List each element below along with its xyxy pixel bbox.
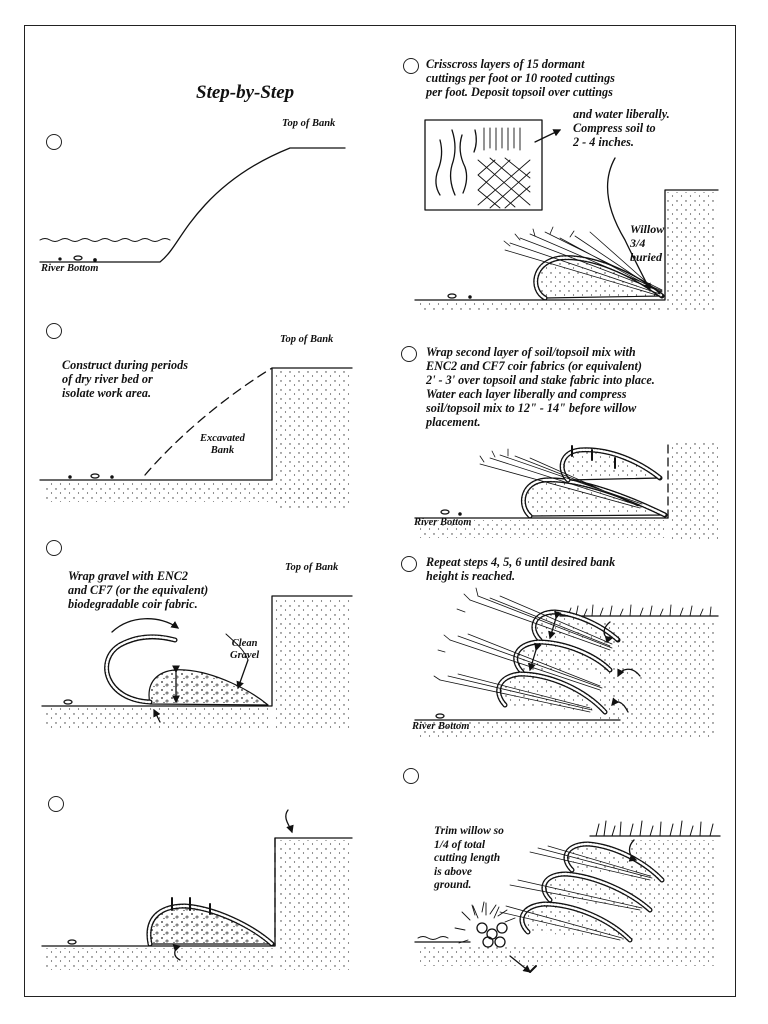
- page-frame: [24, 25, 736, 997]
- step-2-excavated-bank-label: Excavated Bank: [200, 433, 245, 456]
- step-3-clean-gravel-label: Clean Gravel: [230, 638, 260, 661]
- step-1-marker: [46, 134, 62, 150]
- step-8-caption: Trim willow so 1/4 of total cutting leng…: [434, 825, 504, 891]
- step-3-caption: Wrap gravel with ENC2 and CF7 (or the eq…: [68, 569, 209, 611]
- step-6-marker: [401, 346, 417, 362]
- step-6-diagram: [414, 439, 718, 540]
- step-3-diagram: [41, 595, 353, 730]
- step-8-marker: [403, 768, 419, 784]
- step-5-caption: Crisscross layers of 15 dormant cuttings…: [426, 57, 615, 99]
- step-5-marker: [403, 58, 419, 74]
- step-1-diagram: [39, 147, 346, 263]
- step-2-marker: [46, 323, 62, 339]
- step-3-top-of-bank-label: Top of Bank: [285, 562, 339, 573]
- step-7-marker: [401, 556, 417, 572]
- step-5-willow-label: Willow 3/4 buried: [630, 222, 665, 264]
- page-title: Step-by-Step: [196, 82, 295, 103]
- step-2-top-of-bank-label: Top of Bank: [280, 334, 334, 345]
- step-4-diagram: [41, 809, 353, 970]
- step-8-diagram: [414, 820, 721, 973]
- step-3-marker: [46, 540, 62, 556]
- step-7-caption: Repeat steps 4, 5, 6 until desired bank …: [426, 555, 616, 583]
- step-7-diagram: [414, 587, 719, 738]
- step-5-diagram: [414, 119, 719, 312]
- step-5-caption-continued: and water liberally. Compress soil to 2 …: [573, 107, 670, 149]
- step-6-river-bottom-label: River Bottom: [414, 517, 472, 528]
- step-1-top-of-bank-label: Top of Bank: [282, 118, 336, 129]
- step-6-caption: Wrap second layer of soil/topsoil mix wi…: [426, 345, 655, 429]
- step-7-river-bottom-label: River Bottom: [412, 721, 470, 732]
- step-2-diagram: [39, 367, 353, 510]
- step-2-caption: Construct during periods of dry river be…: [62, 358, 188, 400]
- step-4-marker: [48, 796, 64, 812]
- step-1-river-bottom-label: River Bottom: [41, 263, 99, 274]
